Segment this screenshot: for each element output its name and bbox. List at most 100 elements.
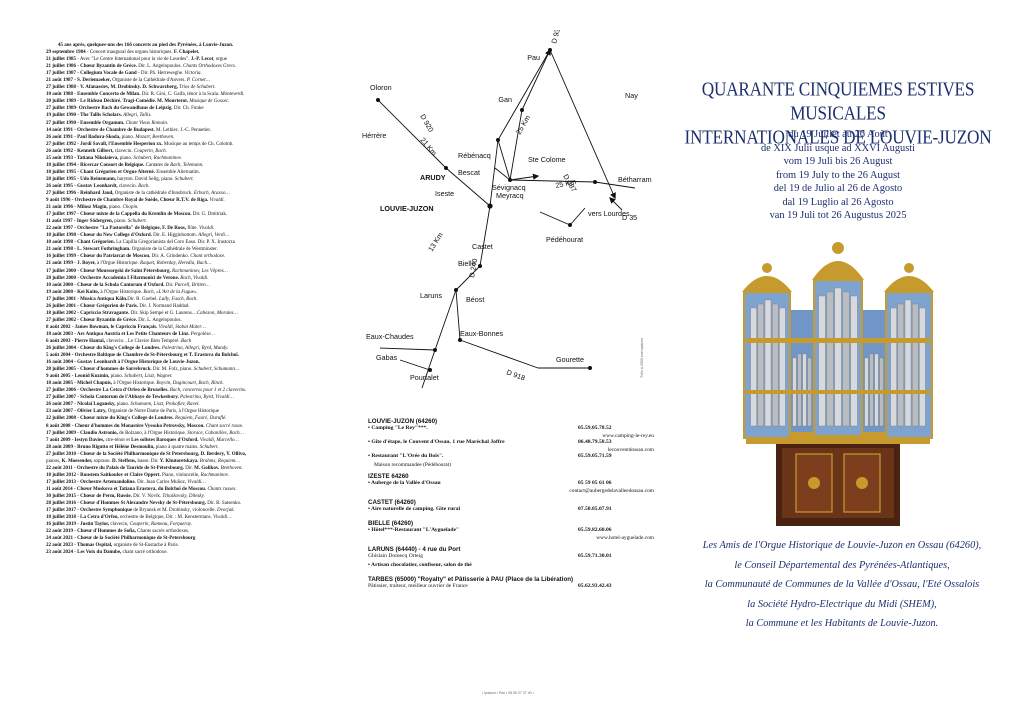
concert-text: piano. — [109, 374, 125, 380]
concert-text: 21 août 1996 - Milosz Magin, — [46, 205, 108, 211]
concert-entry: 28 juillet 2000 - Orchestre Accademia I … — [46, 275, 342, 282]
concert-text: 22 août 2011 - Orchestre du Palais de Ta… — [46, 465, 185, 471]
concert-text: 17 juillet 2000 - Chœur Moussorgski de S… — [46, 268, 171, 274]
concert-text: 19 août 2000 - Kei Koito, — [46, 289, 100, 295]
concert-text: clavecin, — [109, 522, 130, 528]
concert-text: Allegri, Verdi… — [198, 233, 230, 239]
concert-text: Organiste de la cathédrale d'Innsbruck. — [113, 190, 194, 196]
concert-text: 11 août 2014 - Chœur Moskova et Tatiana … — [46, 486, 207, 492]
concert-entry: 8 août 2002 - James Bowman, le Capriccio… — [46, 324, 342, 331]
concert-entry: 23 août 2007 - Olivier Latry, Organiste … — [46, 408, 342, 415]
concert-entry: 19 juillet 1990 - The Tallis Scholars. A… — [46, 112, 342, 119]
concert-text: 45 ans après, quelques-uns des 166 conce… — [58, 43, 234, 48]
concert-text: 21 juillet 1986 - Chœur Byzantin de Grèc… — [46, 64, 138, 70]
concert-text: Chopin. — [122, 205, 139, 211]
listing-phone: 05.62.93.42.43 — [578, 583, 612, 589]
concert-entry: 7 août 2009 - Iestyn Davies, ctre-ténor … — [46, 437, 342, 444]
listing-block: TARBES (65000) "Royalty" et Pâtisserie à… — [368, 576, 658, 592]
concert-text: Dir. Juan Carlos Muñoz, — [135, 479, 188, 485]
organ-pipe — [826, 291, 834, 427]
concert-text: 28 juillet 2005 - Chœur d'hommes de Sarr… — [46, 367, 152, 373]
concert-text: J.-P. Lecot — [190, 57, 214, 63]
concert-text: 18 juillet 1998 - Chœur du New College d… — [46, 233, 152, 239]
concert-entry: 9 août 1996 - Orchestre de Chambre Royal… — [46, 197, 342, 204]
organ-pipe — [779, 307, 786, 427]
concert-text: Erbach, Araxxo… — [193, 190, 230, 196]
concert-entry: 17 juillet 2001 - Musica Antiqua Köln.Di… — [46, 296, 342, 303]
concert-text: Cabezon, Morales… — [196, 310, 238, 316]
listing-label: • Aire naturelle de camping. Gîte rural — [368, 506, 461, 512]
concert-entry: 26 août 2007 - Nicolaï Lugansky, piano. … — [46, 401, 342, 408]
concert-text: Rachmaninov. — [200, 472, 229, 478]
concert-text: Palestrina, Byrd, Vivaldi… — [178, 395, 234, 401]
concert-text: Dir. G. Dmitriak. — [191, 212, 228, 218]
listing-block: CASTET (64260)• Aire naturelle de campin… — [368, 499, 658, 515]
concert-text: orchestre de Belgique, Dir. : M. Kenster… — [118, 515, 214, 521]
organ-pipe — [818, 295, 826, 427]
concert-text: Bach, concertos pour 1 et 2 clavecins. — [168, 388, 247, 394]
concert-entry: 10 août 1988 - Ensemble Concerto de Mila… — [46, 91, 342, 98]
concert-text: 22 juillet 2008 - Chœur mixte du King's … — [46, 416, 174, 422]
concert-text: 10 août 1998 - Chant Grégorien. — [46, 240, 115, 246]
concert-text: clavecin. — [117, 183, 139, 189]
concert-entry: 18 juillet 2002 - Capriccio Stravagante.… — [46, 310, 342, 317]
concert-text: Rachmaninov, Les Vêpres… — [170, 268, 228, 274]
concert-text: 24 août 2021 - Chœur de la Société Philh… — [46, 536, 196, 542]
map-place-label: Laruns — [420, 291, 442, 300]
listing-web[interactable]: contact@aubergedelavalleedossau.com — [569, 488, 654, 494]
concert-entry: 22 juillet 2008 - Chœur mixte du King's … — [46, 415, 342, 422]
map-place-label: Castet — [472, 242, 493, 251]
listing-web[interactable]: www.hotel-ayguelade.com — [596, 535, 654, 541]
concert-entry: 18 juillet 1994 - Ricercar Consort de Be… — [46, 162, 342, 169]
concert-text: organiste de St-Eustache à Paris. — [112, 543, 179, 549]
concert-entry: 22 août 2011 - Orchestre du Palais de Ta… — [46, 465, 342, 472]
concert-text: 18 juillet 1994 - Ricercar Consort de Be… — [46, 162, 145, 168]
concert-text: 22 août 1997 - Orchestre "La Pastorella"… — [46, 226, 187, 232]
concert-entry: 21 août 1998 - L. Stewart Fothringham. O… — [46, 246, 342, 253]
concert-text: Chants sacrés orthodoxes. — [135, 529, 190, 535]
concert-text: Mozart, Beethoven. — [135, 134, 175, 140]
concert-entry: 45 ans après, quelques-uns des 166 conce… — [46, 42, 342, 49]
concert-text: Beethoven. — [219, 465, 243, 471]
map-distance-label: 21 Km — [418, 136, 438, 158]
concert-text: chant sacré orthodoxe. — [121, 550, 168, 556]
concert-entry: 18 août 2003 - Ars Antiqua Austria et Le… — [46, 331, 342, 338]
organ-pipe — [850, 295, 858, 427]
concert-text: 27 juillet 1992 - Jordi Savall, l'Ensemb… — [46, 141, 163, 147]
concert-text: Schubert. — [199, 444, 219, 450]
concert-text: 19 juillet 1990 - The Tallis Scholars. — [46, 113, 122, 119]
listing-web[interactable]: lecouventdossau.com — [607, 447, 654, 453]
concert-text: 26 juillet 2001 - Chœur Grégorien de Par… — [46, 303, 139, 309]
concert-text: basse. Dir. — [136, 458, 160, 464]
concert-entry: 27 juillet 2010 - Chœur de la Société Ph… — [46, 451, 342, 458]
date-es: del 19 de Julio al 26 de Agosto — [773, 183, 903, 194]
organ-pipe — [757, 303, 764, 427]
sponsor-line: la Communauté de Communes de la Vallée d… — [704, 579, 980, 591]
concert-entry: 27 juillet 2007 - Schola Cantorum de l'A… — [46, 394, 342, 401]
concert-text: piano. — [107, 205, 123, 211]
concert-text: 16 juillet 1999 - Chœur du Patriarcat de… — [46, 254, 151, 260]
concert-entry: 17 juillet 1997 - Chœur mixte de la Capp… — [46, 211, 342, 218]
concert-entry: 10 août 2000 - Chœur de la Schola Cantor… — [46, 282, 342, 289]
concert-text: 17 juillet 2009 - Claudio Astronio, — [46, 430, 118, 436]
sponsor-line: le Conseil Départemental des Pyrénées-At… — [734, 559, 950, 571]
organ-pipe — [897, 303, 905, 427]
concert-text: Boyvin, Dagincourt, Bach, Rinck. — [156, 381, 224, 387]
organ-pipe — [750, 307, 757, 427]
concert-text: 9 août 1996 - Orchestre de Chambre Royal… — [46, 198, 209, 204]
concert-entry: 17 juillet 2009 - Claudio Astronio, de B… — [46, 430, 342, 437]
concert-text: 17 juillet 2013 - Orchestre Artemandolin… — [46, 479, 136, 485]
organ-pipe — [834, 287, 842, 427]
map-place-label: Nay — [625, 91, 638, 100]
concert-text: 7 août 2009 - Iestyn Davies, — [46, 437, 105, 443]
listing-title: TARBES (65000) "Royalty" et Pâtisserie à… — [368, 576, 574, 583]
map-road-label: D 934 — [549, 30, 563, 45]
concert-text: - Avec "Le Centre International pour la … — [76, 57, 191, 63]
listing-note: Maison recommandée (Pédéhourat) — [374, 462, 451, 468]
listing-web[interactable]: www.camping-le-rey.eu — [602, 433, 654, 439]
concert-text: 18 juillet 2018 - La Cetra d'Orfeo, — [46, 515, 119, 521]
date-it: dal 19 Luglio al 26 Agosto — [782, 196, 894, 208]
